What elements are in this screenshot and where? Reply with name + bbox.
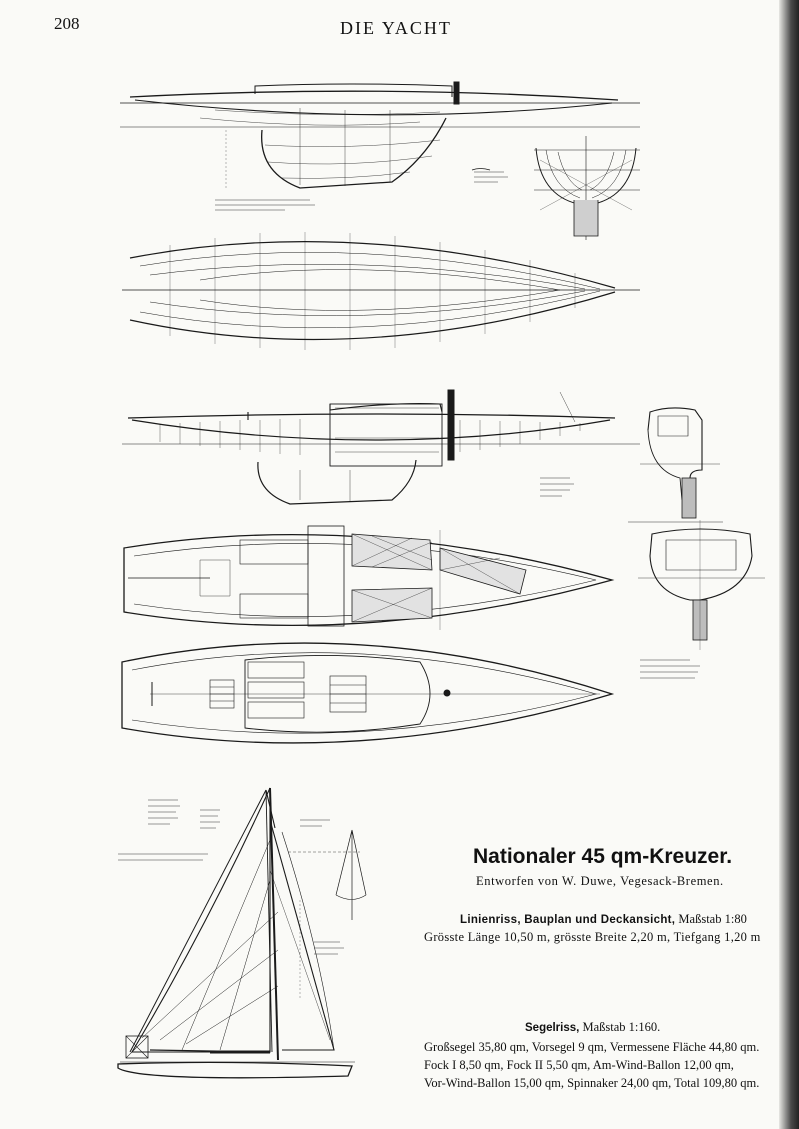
body-plan <box>534 136 640 240</box>
running-head: DIE YACHT <box>340 18 452 38</box>
sail-plan-heading: Segelriss, <box>525 1022 580 1034</box>
lines-plan-scale: Maßstab 1:80 <box>675 912 747 926</box>
construction-plan-view <box>123 525 615 630</box>
sail-plan-caption: Segelriss, Maßstab 1:160. <box>525 1020 660 1035</box>
deck-plan <box>121 642 615 744</box>
lines-plan-profile <box>120 81 640 190</box>
construction-profile <box>122 389 640 505</box>
sail-plan <box>117 787 367 1079</box>
half-breadth-plan <box>122 232 640 350</box>
designer-credit: Entworfen von W. Duwe, Vegesack-Bremen. <box>476 874 724 888</box>
sail-area-line: Fock I 8,50 qm, Fock II 5,50 qm, Am-Wind… <box>424 1058 734 1072</box>
technical-drawings <box>117 81 765 1079</box>
lines-plan-dimensions: Grösste Länge 10,50 m, grösste Breite 2,… <box>424 930 761 944</box>
drawing-annotations <box>118 171 723 955</box>
sail-area-line: Großsegel 35,80 qm, Vorsegel 9 qm, Verme… <box>424 1040 760 1054</box>
page-edge-shadow <box>779 0 799 1129</box>
lines-plan-caption: Linienriss, Bauplan und Deckansicht, Maß… <box>460 912 747 927</box>
midship-section <box>638 407 765 650</box>
sail-area-line: Vor-Wind-Ballon 15,00 qm, Spinnaker 24,0… <box>424 1076 760 1090</box>
sail-plan-scale: Maßstab 1:160. <box>579 1020 661 1034</box>
lines-plan-heading: Linienriss, Bauplan und Deckansicht, <box>460 914 676 926</box>
design-title: Nationaler 45 qm-Kreuzer. <box>473 845 733 868</box>
page-number: 208 <box>54 14 80 33</box>
